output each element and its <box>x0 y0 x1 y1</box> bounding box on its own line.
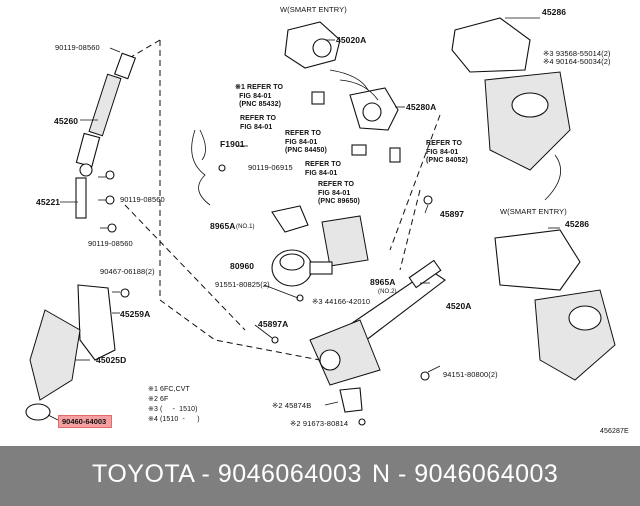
bracket-45874B-drawing <box>339 387 366 426</box>
label-diagram-code: 456287E <box>600 428 629 435</box>
motor-drawing <box>271 249 333 287</box>
label-45020A: 45020A <box>336 35 367 45</box>
footer-left-text: TOYOTA - 9046064003 <box>92 460 362 488</box>
note-3: ※3 ( - 1510) <box>148 406 198 413</box>
refer-to-1: ※1 REFER TO FIG 84-01 (PNC 85432) <box>235 84 284 108</box>
label-F1901: F1901 <box>220 139 245 149</box>
label-45025D: 45025D <box>96 355 127 365</box>
label-45874B: ※2 45874B <box>272 401 312 410</box>
label-90119-08560-mid: 90119-08560 <box>120 195 165 204</box>
label-8965A-no1: 8965A <box>210 221 236 231</box>
label-90164: ※4 90164-50034(2) <box>543 57 611 66</box>
highlighted-part-label: 90460-64003 <box>58 415 112 428</box>
label-no2: (NO.2) <box>378 289 397 295</box>
label-45286-right: 45286 <box>565 219 590 229</box>
arrow-smart-entry-right <box>544 154 562 201</box>
label-45259A: 45259A <box>120 309 151 319</box>
cover-bottom-drawing <box>494 229 616 381</box>
label-90119-06915: 90119-06915 <box>248 163 293 172</box>
switch-drawing <box>284 21 341 69</box>
label-4520A: 4520A <box>446 301 472 311</box>
label-80960: 80960 <box>230 261 255 271</box>
footer-right-text: N - 9046064003 <box>372 460 559 488</box>
label-45221: 45221 <box>36 197 61 207</box>
guide-dash-right <box>389 114 441 251</box>
arrow-smart-entry-top <box>339 79 379 101</box>
refer-to-3: REFER TO FIG 84-01 (PNC 84450) <box>285 130 327 154</box>
parts-diagram: W(SMART ENTRY) 45286 45020A ※3 93568-550… <box>25 5 629 435</box>
intermediate-shaft-drawing <box>75 52 137 233</box>
assembly-45280A-drawing <box>329 69 399 131</box>
guide-dash-right2 <box>399 189 421 271</box>
footer-bar: TOYOTA - 9046064003 N - 9046064003 <box>0 446 640 506</box>
refer-to-4: REFER TO FIG 84-01 <box>305 161 342 177</box>
label-93568: ※3 93568-55014(2) <box>543 49 611 58</box>
label-no1: (NO.1) <box>236 224 255 230</box>
label-45280A: 45280A <box>406 102 437 112</box>
guide-dash-diag <box>124 204 246 331</box>
label-90467: 90467-06188(2) <box>100 267 155 276</box>
label-90119-08560-low: 90119-08560 <box>88 239 133 248</box>
label-smart-entry-top: W(SMART ENTRY) <box>280 5 347 14</box>
connectors-drawing <box>311 91 433 205</box>
label-94151: 94151-80800(2) <box>443 370 498 379</box>
note-1: ※1 6FC,CVT <box>148 386 190 393</box>
boot-drawing <box>25 284 130 421</box>
refer-to-2: REFER TO FIG 84-01 <box>240 115 277 131</box>
note-4: ※4 (1510 - ) <box>148 416 200 423</box>
label-smart-entry-right: W(SMART ENTRY) <box>500 207 567 216</box>
label-45286-top: 45286 <box>542 7 567 17</box>
refer-to-5: REFER TO FIG 84-01 (PNC 89650) <box>318 181 360 205</box>
cover-top-drawing <box>451 17 571 171</box>
bracket-8965A-drawing <box>271 205 369 267</box>
label-45260: 45260 <box>54 116 79 126</box>
steering-column-drawing <box>271 259 446 386</box>
label-45897: 45897 <box>440 209 465 219</box>
leader-lines <box>47 17 560 421</box>
label-90119-08560-top: 90119-08560 <box>55 43 100 52</box>
label-91551: 91551-80825(2) <box>215 280 270 289</box>
guide-dash-left <box>159 40 321 361</box>
note-2: ※2 6F <box>148 396 169 403</box>
refer-to-6: REFER TO FIG 84-01 (PNC 84052) <box>426 140 468 164</box>
highlighted-part-number: 90460-64003 <box>62 417 107 426</box>
label-45897A: 45897A <box>258 319 289 329</box>
diagram-drawing <box>25 17 616 426</box>
label-34166: ※3 44166-42010 <box>312 297 371 306</box>
label-91673: ※2 91673-80814 <box>290 419 349 428</box>
wire-harness-drawing <box>191 129 226 206</box>
label-8965A-no2: 8965A <box>370 277 396 287</box>
